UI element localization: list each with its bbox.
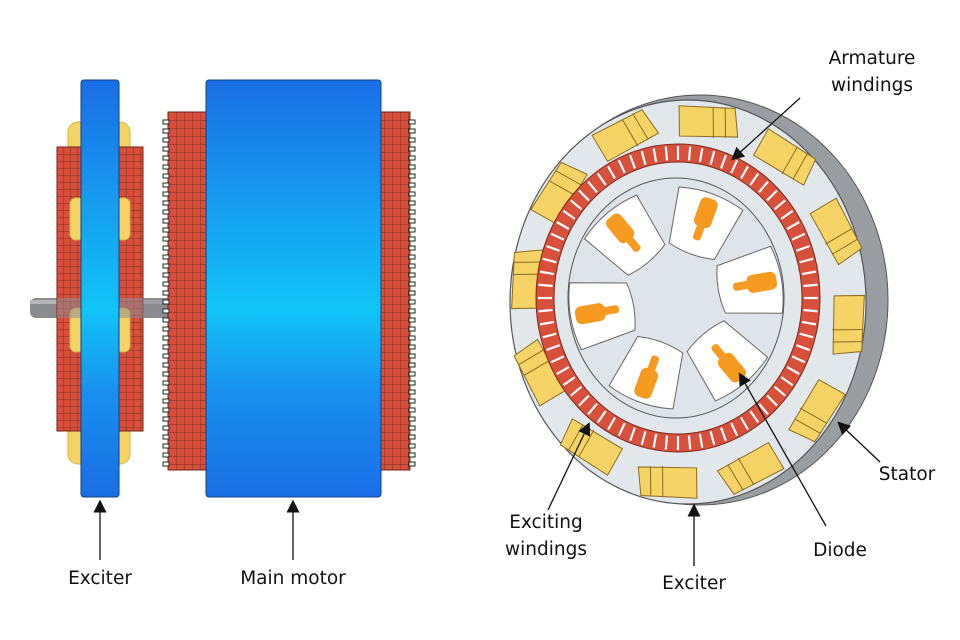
arrow-stator-icon xyxy=(837,421,881,463)
stator-coil xyxy=(591,109,660,163)
diode-pockets xyxy=(568,186,784,410)
main-winding-left xyxy=(167,111,209,471)
label-main-motor: Main motor xyxy=(240,568,346,589)
label-diode: Diode xyxy=(813,540,867,561)
diode-icon xyxy=(574,303,620,325)
diode-icon xyxy=(634,355,660,399)
diode-icon xyxy=(606,213,641,252)
main-winding-right xyxy=(377,111,411,471)
label-armature-2: windings xyxy=(831,75,913,96)
side-view: Exciter Main motor xyxy=(30,79,416,589)
stator-coil xyxy=(809,197,863,266)
stator-coil xyxy=(513,338,567,407)
stator-coil xyxy=(530,161,588,226)
label-exciter-left: Exciter xyxy=(68,568,132,589)
diode-icon xyxy=(732,271,778,293)
stator-coils xyxy=(511,105,865,499)
stator-coil xyxy=(716,441,785,495)
label-stator: Stator xyxy=(879,464,936,485)
label-exciting-1: Exciting xyxy=(509,512,583,533)
diode-pocket xyxy=(568,282,636,351)
arrow-armature-icon xyxy=(731,97,801,161)
label-exciter-right: Exciter xyxy=(662,573,726,594)
stator-coil xyxy=(678,105,739,139)
stator-coil xyxy=(752,128,817,186)
diode-pocket xyxy=(583,194,666,276)
stator-coil xyxy=(559,418,624,476)
main-rotor xyxy=(205,79,382,498)
stator-coil xyxy=(831,294,865,355)
exciter-rotor xyxy=(80,79,120,498)
arrow-diode-icon xyxy=(738,372,827,527)
diode-icon xyxy=(692,197,718,241)
stator-coil xyxy=(788,378,846,443)
label-armature-1: Armature xyxy=(829,48,916,69)
stator-coil xyxy=(511,249,545,310)
diode-pocket xyxy=(668,186,744,260)
diode-pocket xyxy=(716,245,784,314)
diode-pocket xyxy=(608,336,684,410)
stator-coil xyxy=(637,465,698,499)
arrow-exciting-icon xyxy=(547,422,591,511)
front-view: Armature windings Stator Exciting windin… xyxy=(505,48,936,594)
label-exciting-2: windings xyxy=(505,539,587,560)
